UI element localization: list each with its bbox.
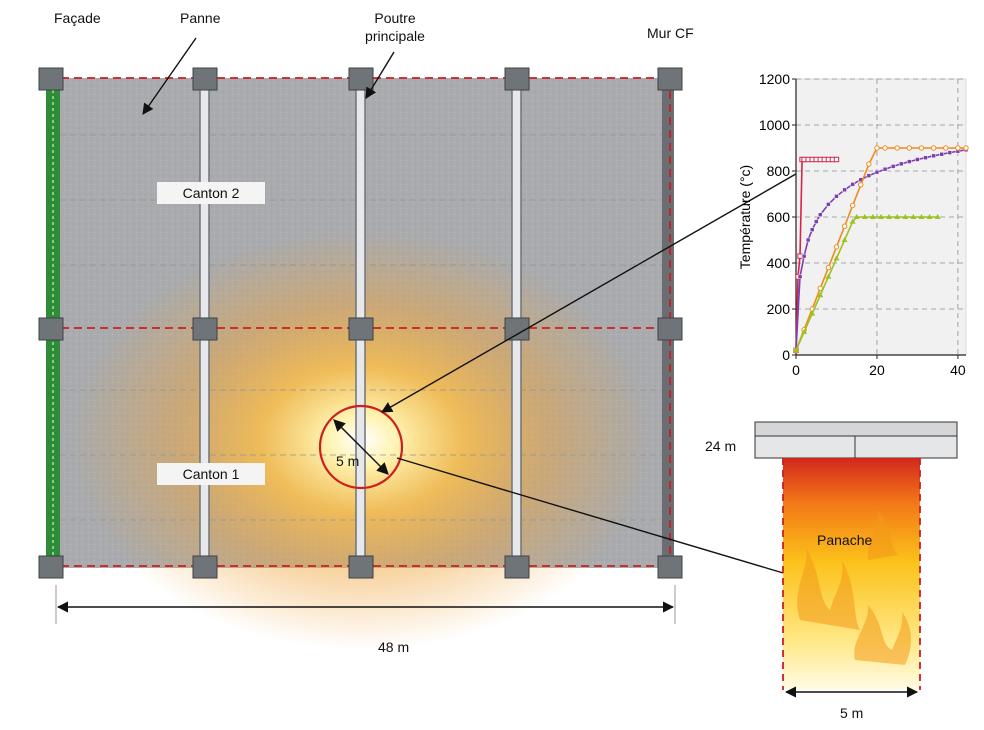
chart-ytick-label: 200 [767,301,791,317]
chart-point [874,169,880,175]
chart-point [813,219,819,224]
poutre-label-line2: principale [365,28,425,44]
chart-point [833,244,840,250]
chart-point [931,153,936,159]
chart-point [869,214,876,219]
panne-arrow [142,37,197,115]
diameter-arrow [333,419,389,475]
flames [797,510,911,665]
chart-point [809,227,815,232]
roof-section [754,421,958,437]
chart-point [858,182,864,188]
chart-point [842,187,847,193]
chart-link-arrow [381,166,809,413]
chart-point [882,145,888,151]
poutre-arrow [365,51,395,99]
chart-xtick-label: 20 [869,362,885,378]
width-dimension-label: 48 m [378,639,410,655]
facade-label: Façade [54,10,101,26]
chart-point [943,145,949,151]
chart-point [882,166,888,172]
temperature-chart: 0 200 400 600 800 1000 1200 0 20 40 Température (… [737,71,969,378]
chart-point [801,253,807,259]
panne-label: Panne [180,10,221,26]
plume-width-label: 5 m [840,705,864,721]
chart-point [825,273,832,279]
chart-point [918,214,925,219]
height-label: 24 m [705,438,737,454]
chart-point [833,156,840,163]
chart-point [833,255,840,261]
chart-point [926,214,933,219]
chart-point [915,157,920,162]
chart-point [861,214,868,219]
chart-point [801,329,808,334]
chart-point [849,218,856,224]
chart-ytick-label: 0 [782,347,790,363]
chart-ytick-label: 600 [767,209,791,225]
fire-area-circle [318,404,404,490]
mur-cf-label: Mur CF [647,25,694,41]
chart-ylabel: Température (°c) [737,165,753,269]
chart-point [934,214,941,219]
chart-point [841,237,848,242]
chart-point [818,212,823,217]
chart-ytick-label: 1200 [759,71,790,87]
chart-point [826,202,831,207]
chart-ytick-label: 400 [767,255,791,271]
chart-point [805,237,811,243]
chart-point [939,151,944,157]
canton-2-label: Canton 2 [157,182,265,204]
chart-point [853,214,860,219]
chart-point [817,292,824,298]
chart-point [955,145,961,151]
chart-point [809,310,816,316]
canton-1-label: Canton 1 [157,463,265,485]
chart-point [850,182,855,187]
chart-point [841,223,848,229]
chart-xtick-label: 0 [792,362,800,378]
chart-point [793,347,799,353]
chart-point [834,194,839,199]
chart-point [797,253,803,259]
panache-label: Panache [817,532,873,548]
chart-point [890,164,896,169]
chart-point [930,145,937,151]
chart-point [910,214,917,219]
chart-ytick-label: 1000 [759,117,790,133]
chart-point [849,202,856,209]
poutre-label-line1: Poutre [374,10,416,26]
chart-point [923,155,928,160]
chart-point [825,264,832,271]
columns [38,67,683,579]
chart-point [886,214,893,219]
chart-ytick-label: 800 [767,163,791,179]
plume-link-arrow [396,457,802,581]
chart-point [797,274,803,280]
chart-point [894,145,900,151]
chart-point [902,214,909,219]
poutre-label: Poutre principale [355,9,435,45]
chart-xtick-label: 40 [950,362,966,378]
chart-point [918,145,925,151]
chart-point [898,161,904,167]
chart-point [894,214,901,219]
chart-point [866,161,872,167]
chart-point [947,150,953,155]
chart-point [907,159,912,164]
chart-point [866,173,872,178]
chart-point [874,145,880,151]
chart-point [878,214,884,219]
circle-diameter-label: 5 m [336,453,360,469]
chart-point [963,145,969,151]
chart-point [906,145,913,151]
